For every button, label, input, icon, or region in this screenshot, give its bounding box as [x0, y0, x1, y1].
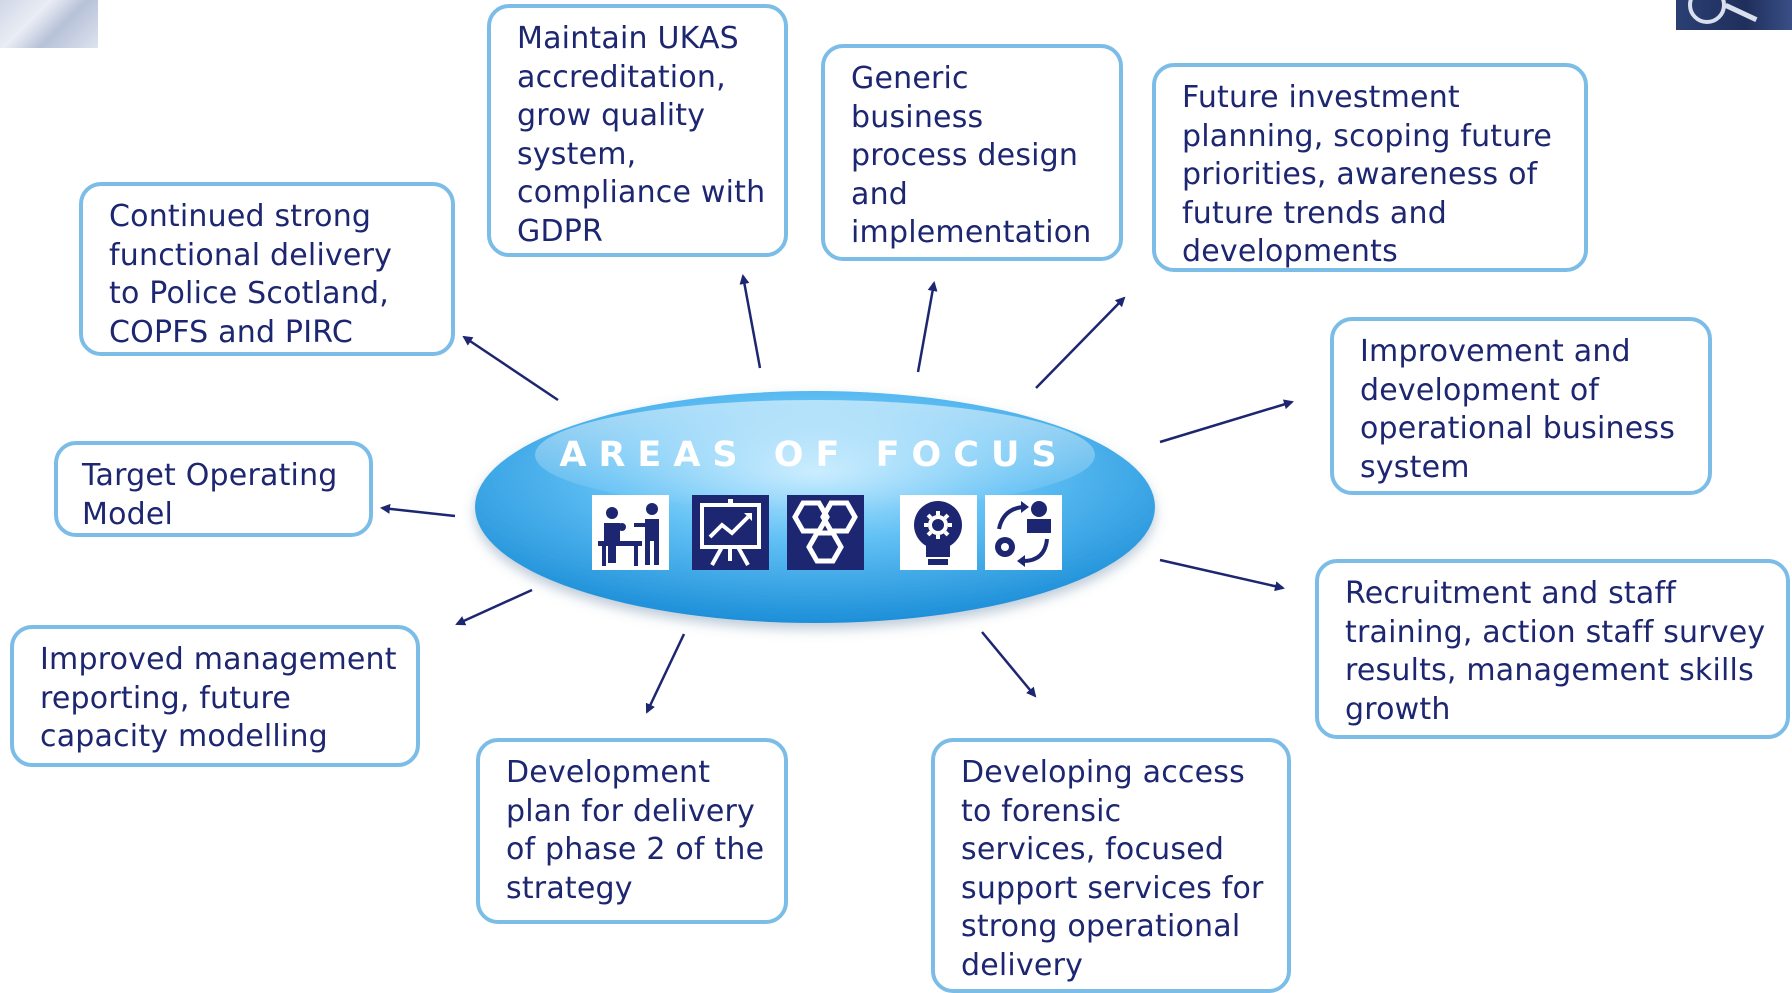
focus-box-business-process-design: Generic business process design and impl…	[821, 44, 1123, 261]
focus-box-text: Generic business process design and impl…	[851, 61, 1092, 250]
focus-box-operational-business-system: Improvement and development of operation…	[1330, 317, 1712, 495]
arrow-to-recruit	[1159, 558, 1285, 592]
focus-box-text: Improvement and development of operation…	[1360, 334, 1676, 485]
focus-box-text: Maintain UKAS accreditation, grow qualit…	[517, 21, 766, 249]
arrow-to-ukas	[739, 274, 762, 369]
team-collaboration-icon	[592, 495, 669, 570]
presentation-chart-icon	[692, 495, 769, 570]
magnifier-decoration-image	[1676, 0, 1792, 30]
arrow-to-future	[1035, 296, 1126, 389]
arrow-to-tom	[380, 503, 456, 518]
focus-box-text: Target Operating Model	[82, 458, 338, 532]
lightbulb-gear-icon	[900, 495, 977, 570]
focus-box-recruitment-training: Recruitment and staff training, action s…	[1315, 559, 1790, 739]
hub-title: AREAS OF FOCUS	[559, 435, 1069, 475]
focus-box-text: Development plan for delivery of phase 2…	[506, 755, 765, 906]
arrow-to-devplan	[645, 633, 686, 714]
focus-box-management-reporting: Improved management reporting, future ca…	[10, 625, 420, 767]
arrow-to-generic	[916, 281, 938, 373]
arrow-to-mgmt	[455, 588, 533, 626]
arrow-to-continued	[462, 335, 559, 402]
corner-decoration-image	[0, 0, 98, 48]
arrow-to-improve	[1159, 399, 1294, 444]
focus-box-development-plan: Development plan for delivery of phase 2…	[476, 738, 788, 924]
focus-box-future-investment: Future investment planning, scoping futu…	[1152, 63, 1588, 272]
hexagon-cluster-icon	[787, 495, 864, 570]
focus-box-text: Future investment planning, scoping futu…	[1182, 80, 1552, 269]
hub-highlight	[535, 400, 1095, 510]
focus-box-target-operating-model: Target Operating Model	[54, 441, 373, 537]
focus-box-text: Developing access to forensic services, …	[961, 755, 1264, 983]
process-cycle-person-icon	[985, 495, 1062, 570]
focus-box-text: Improved management reporting, future ca…	[40, 642, 397, 754]
focus-box-text: Recruitment and staff training, action s…	[1345, 576, 1766, 727]
focus-box-text: Continued strong functional delivery to …	[109, 199, 393, 350]
focus-box-functional-delivery: Continued strong functional delivery to …	[79, 182, 455, 356]
focus-box-forensic-services-access: Developing access to forensic services, …	[931, 738, 1291, 993]
arrow-to-access	[981, 631, 1037, 698]
focus-box-ukas-accreditation: Maintain UKAS accreditation, grow qualit…	[487, 4, 788, 257]
